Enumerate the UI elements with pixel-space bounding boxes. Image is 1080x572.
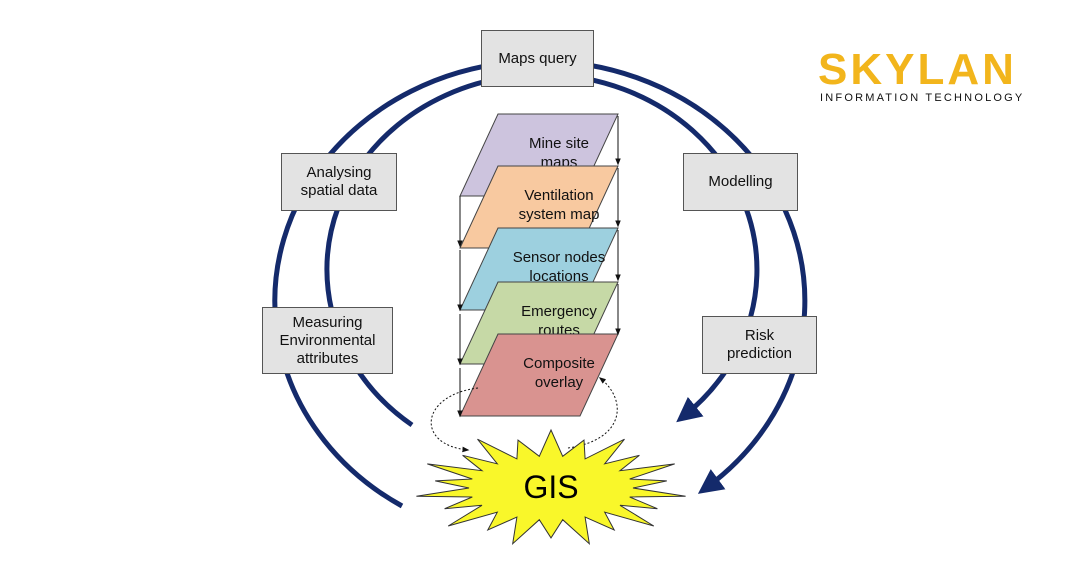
measuring-environmental-attributes-box: Measuring Environmental attributes bbox=[262, 307, 393, 374]
gis-starburst bbox=[416, 428, 686, 546]
logo-name: SKYLAN bbox=[818, 45, 1017, 94]
overlay-to-gis-arrow bbox=[430, 387, 479, 453]
layer-5-label-line1: Composite bbox=[523, 355, 595, 372]
layer-3-label-line1: Sensor nodes bbox=[513, 249, 606, 266]
logo-tagline: INFORMATION TECHNOLOGY bbox=[820, 92, 1025, 104]
layer-1-label-line1: Mine site bbox=[529, 135, 589, 152]
layer-connectors bbox=[457, 116, 621, 418]
risk-prediction-box: Risk prediction bbox=[702, 316, 817, 374]
layer-2-label-line1: Ventilation bbox=[524, 187, 593, 204]
skylan-logo: SKYLAN INFORMATION TECHNOLOGY bbox=[818, 26, 1028, 106]
analysing-spatial-data-box: Analysing spatial data bbox=[281, 153, 397, 211]
layer-5-label-line2: overlay bbox=[535, 374, 584, 391]
layer-3-label-line2: locations bbox=[529, 268, 588, 285]
layer-2-label-line2: system map bbox=[519, 206, 600, 223]
gis-label: GIS bbox=[523, 469, 578, 505]
modelling-box: Modelling bbox=[683, 153, 798, 211]
maps-query-box: Maps query bbox=[481, 30, 594, 87]
gis-to-overlay-arrow bbox=[567, 377, 618, 449]
layer-4-label-line1: Emergency bbox=[521, 303, 597, 320]
